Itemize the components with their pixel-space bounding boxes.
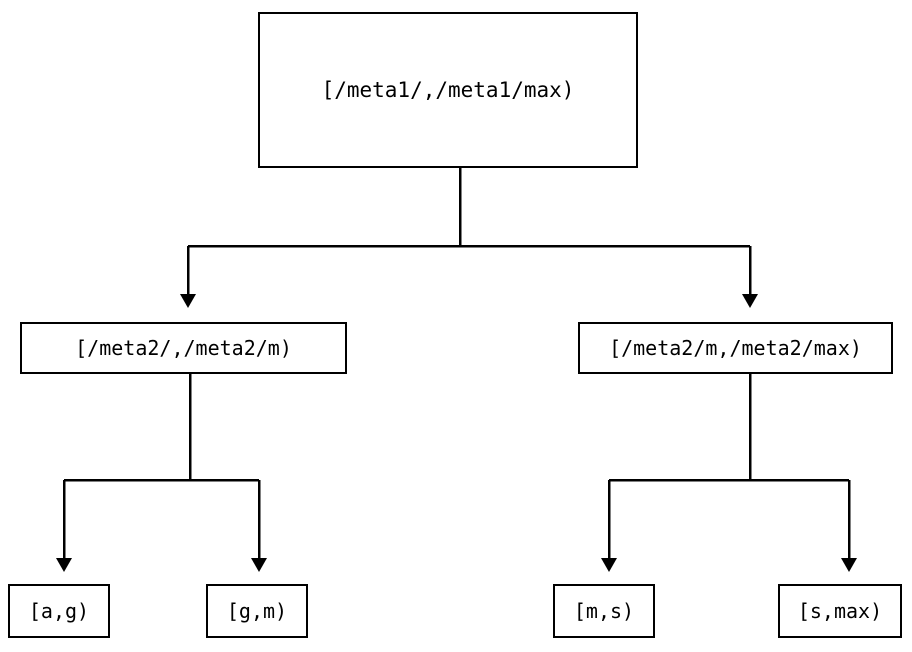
tree-node-mid-right-label: [/meta2/m,/meta2/max) [609, 336, 862, 360]
tree-node-mid-right[interactable]: [/meta2/m,/meta2/max) [578, 322, 893, 374]
edge-root-to-mid-group [180, 168, 758, 308]
tree-node-leaf-g-m[interactable]: [g,m) [206, 584, 308, 638]
tree-node-mid-left-label: [/meta2/,/meta2/m) [75, 336, 292, 360]
arrowhead-mid-right-to-leaf-ms [601, 558, 617, 572]
tree-node-leaf-s-max[interactable]: [s,max) [778, 584, 902, 638]
arrowhead-mid-right-to-leaf-smax [841, 558, 857, 572]
tree-node-root[interactable]: [/meta1/,/meta1/max) [258, 12, 638, 168]
tree-node-leaf-a-g-label: [a,g) [28, 599, 90, 623]
edge-mid-right-to-leaves-group [601, 374, 857, 572]
tree-node-mid-left[interactable]: [/meta2/,/meta2/m) [20, 322, 347, 374]
tree-node-leaf-s-max-label: [s,max) [797, 599, 883, 623]
arrowhead-root-to-mid-right [742, 294, 758, 308]
tree-node-leaf-a-g[interactable]: [a,g) [8, 584, 110, 638]
arrowhead-mid-left-to-leaf-ag [56, 558, 72, 572]
edge-mid-left-to-leaves-group [56, 374, 267, 572]
tree-node-leaf-m-s[interactable]: [m,s) [553, 584, 655, 638]
tree-node-root-label: [/meta1/,/meta1/max) [321, 77, 575, 102]
arrowhead-root-to-mid-left [180, 294, 196, 308]
tree-node-leaf-g-m-label: [g,m) [226, 599, 288, 623]
tree-node-leaf-m-s-label: [m,s) [573, 599, 635, 623]
arrowhead-mid-left-to-leaf-gm [251, 558, 267, 572]
